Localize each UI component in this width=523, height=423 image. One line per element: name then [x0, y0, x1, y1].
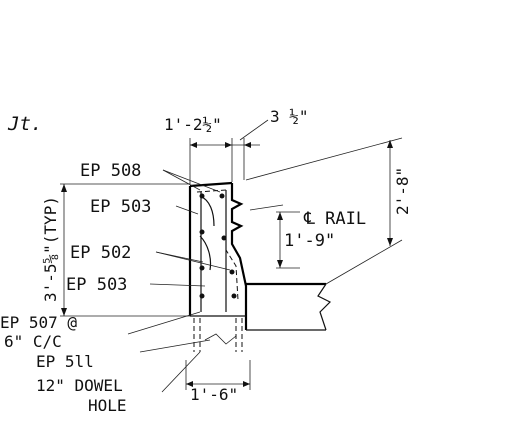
rebar-dot: [221, 235, 227, 241]
rebar-dot: [199, 193, 205, 199]
dowel-label-line2: HOLE: [88, 396, 127, 415]
ep507-label-line2: 6" C/C: [4, 332, 62, 351]
wall-height-label: 3'-5⅝"(TYP): [41, 196, 60, 302]
ep503-upper-label: EP 503: [90, 197, 151, 217]
top-offset-label: 3 ½": [270, 107, 309, 126]
dim-rail-height: [276, 211, 300, 269]
deck-slab: [246, 282, 332, 331]
dim-total-height: [245, 137, 403, 285]
ep511-label: EP 5ll: [36, 352, 94, 371]
rebar: [199, 190, 237, 312]
ep503-lower-label: EP 503: [66, 275, 127, 295]
rebar-dot: [199, 265, 205, 271]
rebar-dot: [229, 269, 235, 275]
ep507-label-line1: EP 507 @: [0, 313, 77, 332]
ep508-label: EP 508: [80, 161, 141, 181]
rebar-dot: [199, 293, 205, 299]
dim-base-width: [185, 360, 251, 390]
rail-label: ℄ RAIL: [303, 209, 366, 229]
dim-wall-height: [60, 183, 190, 317]
total-height-label: 2'-8": [393, 167, 412, 215]
rebar-dot: [231, 293, 237, 299]
barrier-outline: [188, 181, 248, 330]
leaders: [127, 119, 284, 393]
base-width-label: 1'-6": [190, 385, 238, 404]
top-width-label: 1'-2½": [164, 115, 222, 134]
rebar-dot: [199, 229, 205, 235]
footing: [190, 315, 246, 352]
dowel-label-line1: 12" DOWEL: [36, 376, 123, 395]
dim-top-width: [189, 138, 260, 184]
joint-label: Jt.: [7, 113, 42, 135]
rebar-dot: [219, 193, 225, 199]
ep502-label: EP 502: [70, 243, 131, 263]
rail-height-label: 1'-9": [284, 231, 335, 251]
